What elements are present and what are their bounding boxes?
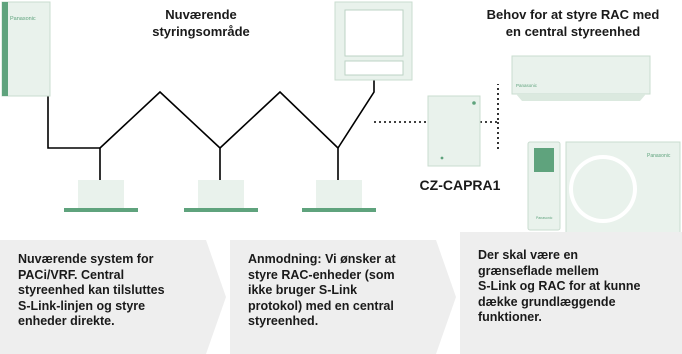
rac-indoor-unit: Panasonic: [511, 55, 651, 101]
description-box-solution: Der skal være en grænseflade mellem S-Li…: [460, 232, 682, 354]
brand-logo: Panasonic: [10, 16, 36, 22]
brand-logo: Panasonic: [536, 216, 553, 220]
rac-wiring: [374, 84, 499, 150]
ceiling-unit-1: [64, 180, 138, 212]
s-link-wiring: [47, 80, 375, 180]
rac-outdoor-unit: Panasonic: [565, 141, 681, 235]
ceiling-unit-3: [302, 180, 376, 212]
brand-logo: Panasonic: [647, 153, 671, 159]
ceiling-unit-2: [184, 180, 258, 212]
rac-need-label: Behov for at styre RAC med en central st…: [486, 7, 660, 39]
description-box-request: Anmodning: Vi ønsker at styre RAC-enhede…: [230, 240, 456, 354]
adapter-model-label: CZ-CAPRA1: [419, 177, 501, 193]
description-box-current: Nuværende system for PACi/VRF. Central s…: [0, 240, 226, 354]
wall-remote-controller: [334, 1, 413, 81]
current-control-area-label: Nuværende styringsområde: [152, 7, 250, 39]
interface-adapter: [427, 95, 481, 167]
brand-logo: Panasonic: [516, 83, 538, 88]
central-controller-unit: Panasonic: [1, 1, 51, 97]
rac-remote-control: Panasonic: [527, 141, 561, 231]
